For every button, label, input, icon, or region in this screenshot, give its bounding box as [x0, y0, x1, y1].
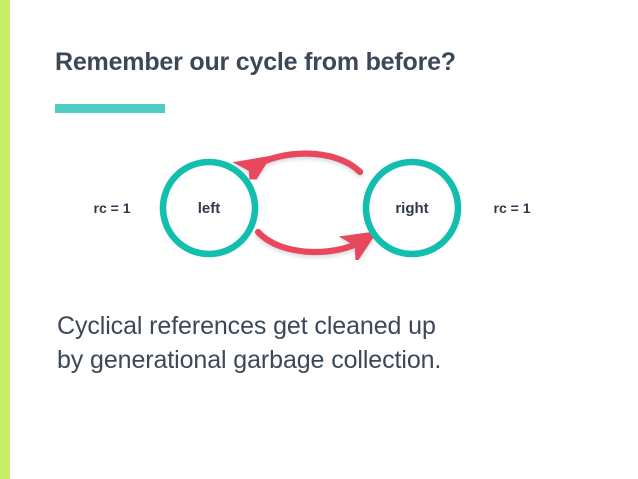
cycle-diagram: left right rc = 1 rc = 1 — [0, 130, 638, 295]
node-left-refcount-label: rc = 1 — [94, 200, 131, 216]
title-underline-rule — [55, 104, 165, 113]
node-right-refcount-label: rc = 1 — [494, 200, 531, 216]
node-left: left — [159, 158, 259, 258]
body-text-line-1: Cyclical references get cleaned up — [57, 312, 436, 340]
edge-left-to-right — [254, 228, 378, 264]
edge-right-to-left — [232, 150, 364, 190]
page-title: Remember our cycle from before? — [55, 48, 456, 76]
body-text-line-2: by generational garbage collection. — [57, 346, 442, 374]
body-text: Cyclical references get cleaned up by ge… — [57, 309, 441, 377]
node-left-label: left — [198, 200, 221, 217]
left-edge-accent-bar — [0, 0, 10, 479]
node-right: right — [362, 158, 462, 258]
node-right-label: right — [395, 200, 428, 217]
